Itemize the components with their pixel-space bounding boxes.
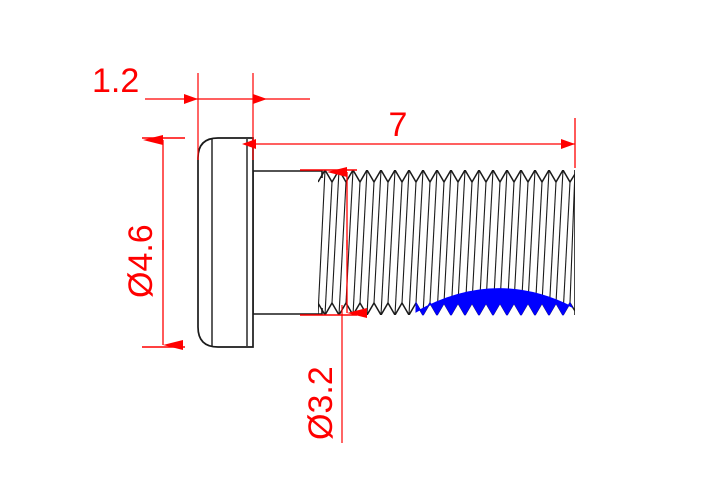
thread-diameter-dimension: Ø3.2 (300, 167, 367, 443)
thread-length-dimension: 7 (242, 106, 576, 168)
screw-head (197, 137, 254, 348)
shank-outline (252, 170, 323, 315)
screw-thread (318, 170, 575, 315)
screw-shank (252, 170, 323, 315)
thread-length-label: 7 (389, 106, 408, 144)
head-diameter-dimension: Ø4.6 (122, 135, 185, 350)
head-thickness-label: 1.2 (92, 62, 139, 100)
thread-flank-lines (318, 170, 575, 315)
thread-diameter-label: Ø3.2 (302, 366, 340, 440)
part-geometry (197, 137, 575, 348)
highlight-arc-shape (415, 288, 574, 316)
thread-crest-upper (318, 170, 575, 184)
head-outline (197, 137, 254, 348)
thread-root-body (318, 178, 575, 308)
head-diameter-label: Ø4.6 (122, 224, 160, 298)
thread-contact-highlight (415, 288, 574, 316)
